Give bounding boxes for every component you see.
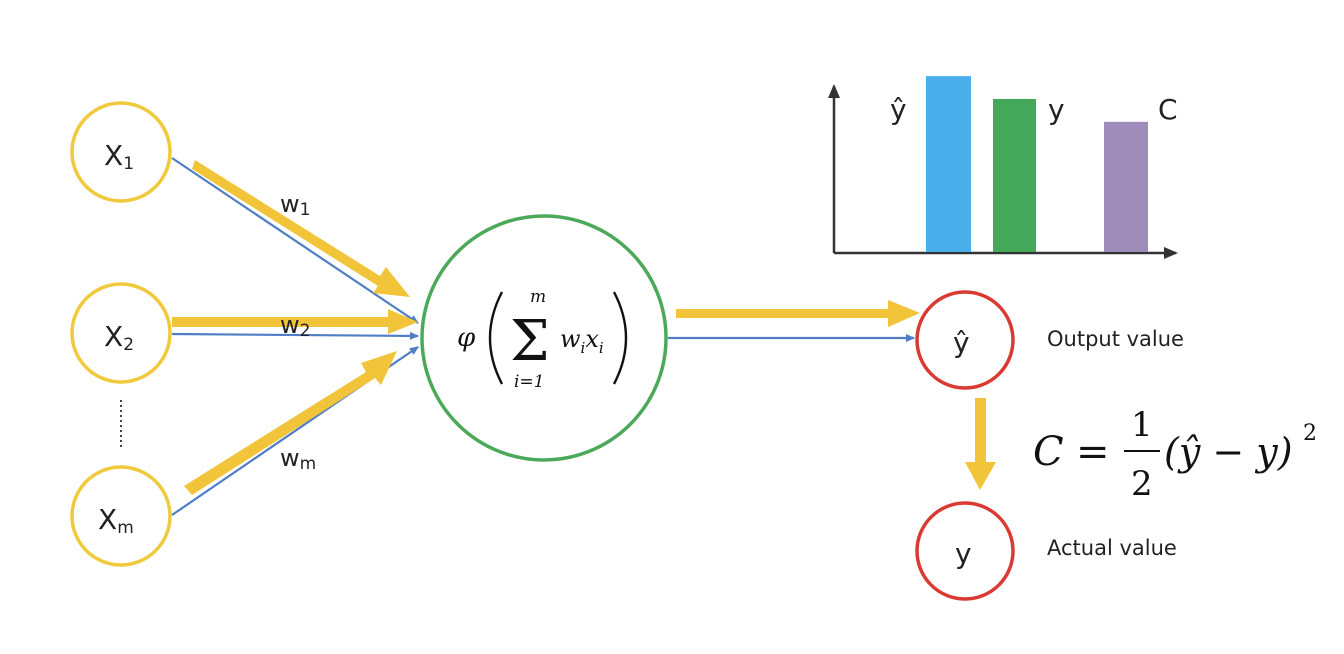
- connection-line-x2: [171, 331, 419, 340]
- cost-exponent: 2: [1303, 421, 1317, 446]
- signal-arrow-cost: [965, 398, 996, 490]
- bar-0: [926, 76, 971, 252]
- input-label: X2: [104, 320, 134, 355]
- input-node-xm: Xm: [70, 465, 172, 567]
- signal-arrow-xm: [184, 351, 397, 495]
- output-value-label: Output value: [1047, 327, 1184, 351]
- right-paren: [612, 291, 628, 385]
- bar-1: [993, 98, 1036, 253]
- signal-arrows: [172, 160, 996, 495]
- bar-label-1: y: [1048, 93, 1065, 126]
- bar-label-0: ŷ: [890, 93, 907, 126]
- input-node-x1: X1: [70, 101, 172, 203]
- cost-formula: C = 1 2 (ŷ − y) 2: [1033, 405, 1317, 504]
- sum-upper-limit: m: [530, 287, 546, 307]
- actual-value-label: Actual value: [1047, 536, 1177, 560]
- phi-symbol: φ: [457, 323, 476, 353]
- actual-node: y: [915, 501, 1015, 601]
- bar-label-2: C: [1158, 93, 1178, 126]
- neuron-node: φ m Σ i=1 wixi: [420, 214, 668, 462]
- output-symbol: ŷ: [953, 326, 970, 359]
- cost-body: (ŷ − y): [1164, 430, 1293, 474]
- signal-arrow-x2: [172, 309, 418, 334]
- sum-lower-limit: i=1: [514, 372, 545, 392]
- cost-lhs: C: [1033, 429, 1064, 475]
- weight-label-wm: wm: [280, 444, 316, 474]
- output-node: ŷ: [915, 290, 1015, 390]
- input-label: Xm: [98, 503, 134, 538]
- input-label: X1: [104, 139, 134, 174]
- sigma-symbol: Σ: [510, 309, 550, 374]
- signal-arrow-x1: [192, 160, 410, 297]
- connections: [171, 157, 915, 516]
- bar-2: [1104, 121, 1148, 252]
- cost-equals: =: [1076, 429, 1110, 475]
- sum-term: wixi: [560, 325, 604, 357]
- weight-label-w1: w1: [280, 190, 310, 220]
- signal-arrow-output: [676, 300, 920, 327]
- connection-line-x1: [171, 157, 419, 324]
- input-node-x2: X2: [70, 282, 172, 384]
- left-paren: [488, 291, 504, 385]
- actual-symbol: y: [955, 537, 972, 570]
- cost-numerator: 1: [1131, 405, 1153, 445]
- weight-label-w2: w2: [280, 311, 310, 341]
- cost-denominator: 2: [1131, 464, 1153, 504]
